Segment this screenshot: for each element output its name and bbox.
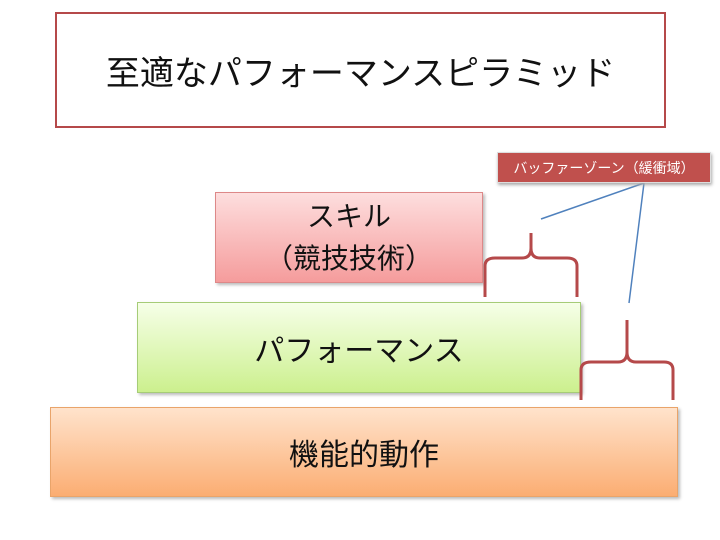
skill-sublabel: （競技技術） [264, 241, 433, 275]
skill-label: スキル [306, 199, 391, 233]
buffer-brace-upper [483, 233, 579, 297]
pyramid-level-functional-movement: 機能的動作 [50, 407, 678, 497]
buffer-zone-label: バッファーゾーン（緩衝域） [497, 152, 711, 183]
buffer-brace-lower [579, 320, 675, 400]
slide-title: 至適なパフォーマンスピラミッド [55, 12, 666, 128]
connector-line-upper [540, 182, 645, 220]
connector-line-lower [628, 182, 645, 304]
pyramid-level-skill: スキル （競技技術） [215, 192, 483, 283]
pyramid-level-performance: パフォーマンス [137, 302, 581, 393]
